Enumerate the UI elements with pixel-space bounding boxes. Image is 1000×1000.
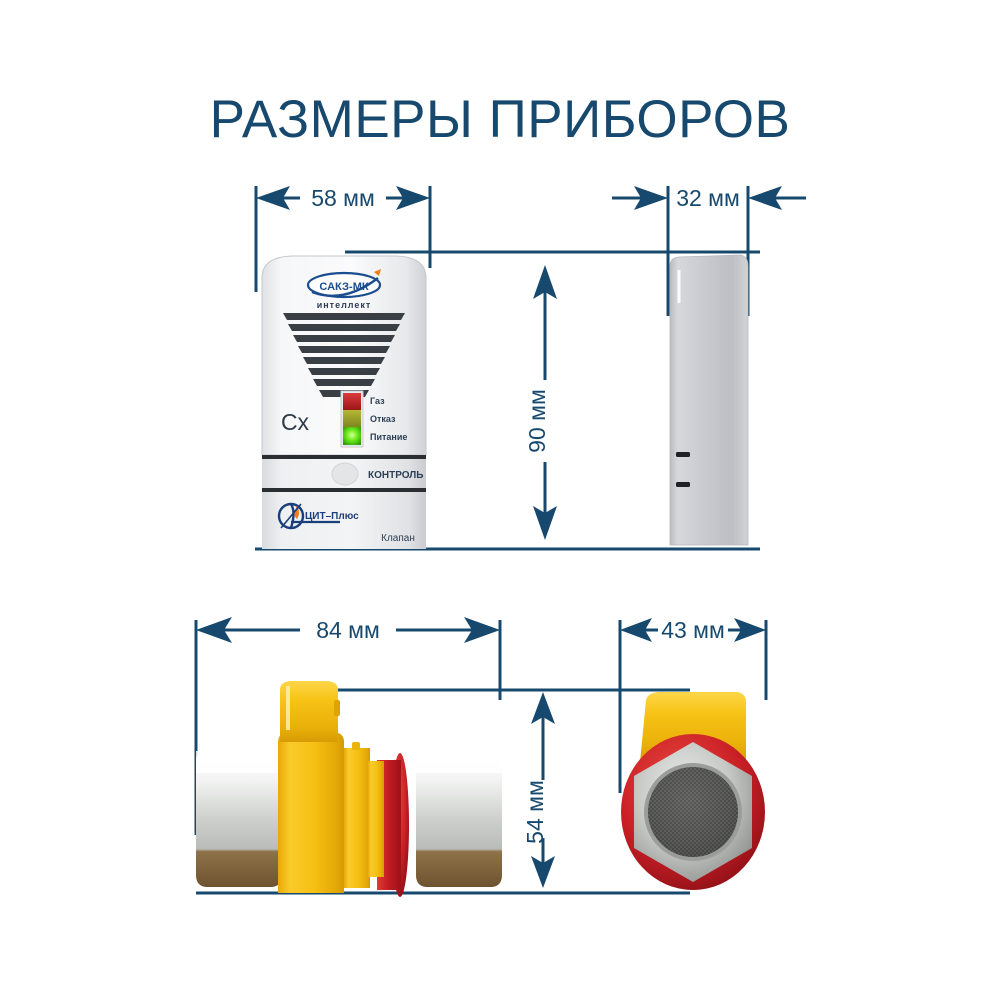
arrow-up-54 — [531, 692, 555, 724]
bottom-band — [262, 492, 426, 549]
arrow-right-58 — [396, 186, 430, 210]
valve-end-view — [621, 692, 765, 890]
valve-end-mesh-shade — [648, 767, 738, 857]
valve-body-main — [278, 732, 344, 893]
arrow-right-43 — [734, 618, 766, 642]
label-bg-84 — [300, 616, 396, 644]
label-bg-58 — [300, 184, 386, 212]
detector-side-view — [669, 254, 749, 546]
valve-nut-right-top-face — [416, 751, 502, 773]
valve-small-nub — [352, 742, 360, 750]
arrow-down-90 — [533, 506, 557, 540]
arrow-left-58 — [256, 186, 290, 210]
dim-label-90: 90 мм — [524, 389, 550, 453]
manufacturer-logo-cit-plus — [277, 502, 340, 530]
valve-body-mid — [344, 748, 370, 888]
model-label: Cx — [281, 409, 310, 435]
valve-nut-right — [416, 751, 502, 887]
arrow-down-54 — [531, 856, 555, 888]
arrow-right-32 — [748, 186, 782, 210]
page-title: РАЗМЕРЫ ПРИБОРОВ — [210, 90, 791, 149]
led-label-gas: Газ — [370, 396, 385, 406]
panel-divider-lower — [262, 488, 426, 492]
label-bg-43 — [658, 616, 728, 644]
dim-label-84: 84 мм — [316, 617, 380, 643]
side-slot-upper — [676, 452, 690, 457]
arrow-left-43 — [620, 618, 652, 642]
valve-side-view — [196, 681, 502, 897]
valve-actuator-tab — [334, 700, 340, 716]
dim-label-43: 43 мм — [661, 617, 725, 643]
detector-bottom-label: Клапан — [381, 533, 415, 544]
valve-body-neck — [368, 761, 384, 877]
led-indicator-stack — [340, 390, 364, 448]
led-power — [343, 427, 361, 445]
dim-label-54: 54 мм — [522, 780, 548, 844]
dim-label-32: 32 мм — [676, 185, 740, 211]
brand-sub-text: интеллект — [317, 300, 372, 310]
arrow-up-90 — [533, 265, 557, 299]
valve-nut-left — [196, 751, 282, 887]
valve-actuator-block — [280, 681, 338, 742]
control-button[interactable] — [331, 462, 359, 486]
dim-label-58: 58 мм — [311, 185, 375, 211]
manufacturer-logo-text: ЦИТ–Плюс — [305, 511, 359, 522]
led-gas — [343, 393, 361, 410]
led-label-power: Питание — [370, 432, 407, 442]
side-profile-body — [669, 254, 749, 546]
arrow-left-32 — [634, 186, 668, 210]
detector-upper-shell — [261, 255, 427, 456]
detector-front-view: САКЗ-МК интеллект — [261, 255, 427, 549]
valve-nut-left-top-face — [196, 751, 282, 773]
panel-divider-upper — [262, 455, 426, 459]
arrow-right-84 — [464, 617, 500, 643]
arrow-left-84 — [196, 617, 232, 643]
brand-logo-sakz: САКЗ-МК — [306, 269, 382, 299]
side-slot-lower — [676, 482, 690, 487]
control-button-label: КОНТРОЛЬ — [368, 470, 423, 481]
brand-logo-text: САКЗ-МК — [319, 281, 368, 293]
led-fault — [343, 410, 361, 427]
led-label-fault: Отказ — [370, 414, 396, 424]
